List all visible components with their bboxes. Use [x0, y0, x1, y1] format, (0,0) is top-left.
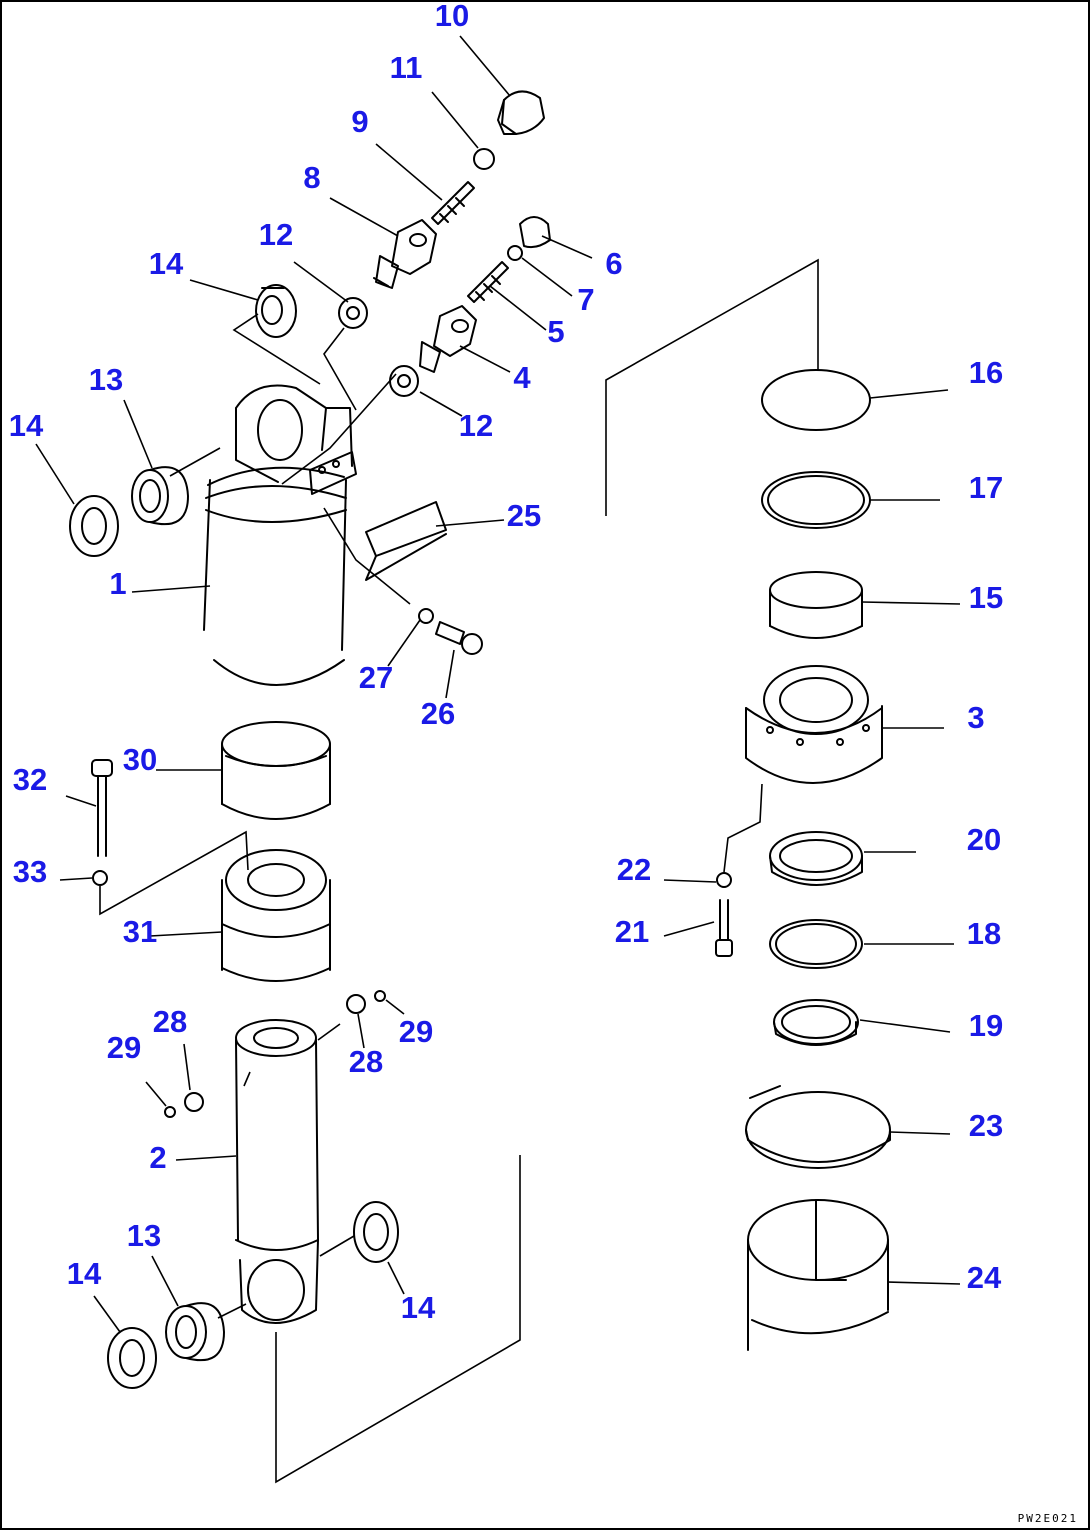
part-18-ring [769, 919, 863, 969]
part-29-ring-right [374, 990, 386, 1002]
callout-2: 2 [149, 1140, 166, 1175]
part-17-ring [761, 471, 871, 529]
callout-6: 6 [605, 246, 622, 281]
callout-1: 1 [109, 566, 126, 601]
callout-30: 30 [123, 742, 157, 777]
part-16-ring [761, 369, 871, 431]
callout-21: 21 [615, 914, 649, 949]
part-14-seal-left [69, 495, 119, 557]
callout-9: 9 [351, 104, 368, 139]
part-33-washer [92, 870, 108, 886]
callout-31: 31 [123, 914, 157, 949]
part-29-ring-left [164, 1106, 176, 1118]
callout-25: 25 [507, 498, 541, 533]
part-32-bolt [91, 759, 113, 857]
callout-20: 20 [967, 822, 1001, 857]
callout-14: 14 [149, 246, 184, 281]
callout-15: 15 [969, 580, 1003, 615]
callout-23: 23 [969, 1108, 1003, 1143]
part-23-band-clamp [745, 1085, 891, 1169]
callout-29: 29 [399, 1014, 433, 1049]
part-28-plug-left [184, 1092, 204, 1112]
part-14-seal-top [255, 284, 297, 338]
callout-3: 3 [967, 700, 984, 735]
part-2-lower-cylinder [235, 1019, 319, 1324]
part-28-plug-right [346, 994, 366, 1014]
callout-11: 11 [390, 50, 423, 85]
callout-17: 17 [969, 470, 1003, 505]
callout-4: 4 [513, 360, 531, 395]
part-3-housing [745, 665, 883, 784]
callout-labels: 10 11 9 8 12 14 6 7 5 4 12 13 14 1 25 27… [9, 0, 1003, 1325]
part-13-bearing-lower [165, 1302, 225, 1362]
part-9-spring [431, 181, 475, 225]
callout-8: 8 [303, 160, 320, 195]
leader-lines [35, 35, 961, 1333]
part-12-nut-upper [338, 297, 368, 329]
callout-32: 32 [13, 762, 47, 797]
part-12-nut-lower [389, 365, 419, 397]
callout-12: 12 [259, 217, 293, 252]
callout-7: 7 [577, 282, 594, 317]
callout-28: 28 [349, 1044, 383, 1079]
callout-14: 14 [401, 1290, 436, 1325]
callout-22: 22 [617, 852, 651, 887]
part-6-cap [519, 216, 551, 249]
callout-24: 24 [967, 1260, 1002, 1295]
part-31-collar [221, 849, 331, 982]
section-break-lines [275, 258, 819, 1484]
part-10-plug [497, 90, 545, 135]
callout-14: 14 [9, 408, 44, 443]
callout-26: 26 [421, 696, 455, 731]
callout-27: 27 [359, 660, 393, 695]
part-24-cover [747, 1199, 889, 1351]
part-14-seal-lower-left [107, 1327, 157, 1389]
part-26-bolt [435, 621, 483, 655]
part-22-washer [716, 872, 732, 888]
drawing-code: PW2E021 [1018, 1512, 1078, 1525]
callout-13: 13 [127, 1218, 161, 1253]
part-1-upper-housing [203, 384, 357, 686]
part-19-bearing [773, 999, 859, 1046]
callout-18: 18 [967, 916, 1001, 951]
part-21-bolt [715, 899, 733, 957]
callout-10: 10 [435, 0, 469, 33]
part-25-bracket [365, 501, 447, 581]
part-11-o-ring [473, 148, 495, 170]
part-5-spring [467, 261, 509, 303]
callout-19: 19 [969, 1008, 1003, 1043]
callout-5: 5 [547, 314, 564, 349]
part-30-sleeve [221, 721, 331, 820]
part-7-o-ring [507, 245, 523, 261]
callout-29: 29 [107, 1030, 141, 1065]
callout-16: 16 [969, 355, 1003, 390]
part-27-washer [418, 608, 434, 624]
part-8-valve-body [373, 219, 437, 289]
part-15-bushing [769, 571, 863, 639]
part-20-bearing-race [769, 831, 863, 886]
part-4-valve-body [419, 305, 477, 373]
callout-13: 13 [89, 362, 123, 397]
callout-12: 12 [459, 408, 493, 443]
callout-33: 33 [13, 854, 47, 889]
callout-28: 28 [153, 1004, 187, 1039]
part-13-bearing-upper [131, 466, 189, 526]
part-14-seal-lower-right [353, 1201, 399, 1263]
callout-14: 14 [67, 1256, 102, 1291]
